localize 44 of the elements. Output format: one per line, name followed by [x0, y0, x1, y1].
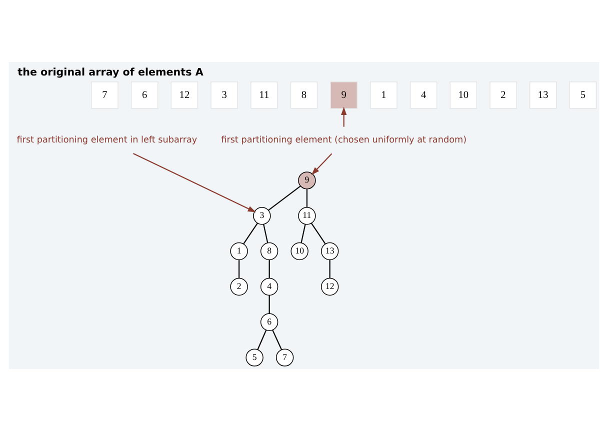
node-circle: 7: [276, 348, 294, 366]
node-box: 5: [569, 82, 597, 109]
node-circle: 2: [230, 278, 248, 296]
node-text: first partitioning element (chosen uniformly at random): [221, 136, 467, 146]
node-circle: 8: [260, 242, 278, 260]
node-box: 9: [330, 82, 358, 109]
node-text: first partitioning element in left subarray: [16, 136, 198, 146]
connector: [268, 186, 301, 211]
arrow: [341, 106, 347, 127]
connector: [257, 330, 267, 350]
node-circle: 9: [298, 172, 316, 190]
node-box: 8: [290, 82, 318, 109]
node-box: 10: [450, 82, 478, 109]
connector: [268, 295, 270, 314]
node-box: 1: [370, 82, 398, 109]
node-circle: 3: [253, 207, 271, 225]
node-box: 4: [410, 82, 438, 109]
connector: [243, 222, 258, 244]
node-box: 7: [91, 82, 118, 109]
node-box: 3: [210, 82, 238, 109]
connector: [272, 330, 282, 350]
node-circle: 11: [298, 207, 316, 225]
node-circle: 1: [230, 242, 248, 260]
node-circle: 13: [320, 242, 339, 260]
connector: [329, 260, 330, 278]
connector: [268, 260, 270, 278]
connector: [263, 224, 268, 244]
connector: [306, 189, 308, 208]
node-circle: 5: [246, 348, 264, 366]
node-circle: 12: [320, 278, 339, 296]
node-box: 11: [250, 82, 278, 109]
node-box: 6: [130, 82, 158, 109]
connector: [238, 260, 240, 278]
node-circle: 6: [260, 313, 278, 331]
arrow: [311, 153, 332, 176]
arrow: [133, 153, 256, 212]
node-box: 13: [529, 82, 557, 109]
node-circle: 4: [260, 278, 278, 296]
node-box: 12: [170, 82, 198, 109]
node-circle: 10: [290, 242, 308, 260]
node-box: 2: [490, 82, 517, 109]
connector: [300, 224, 306, 244]
connector: [310, 222, 326, 244]
diagram-title: the original array of elements A: [18, 66, 204, 78]
